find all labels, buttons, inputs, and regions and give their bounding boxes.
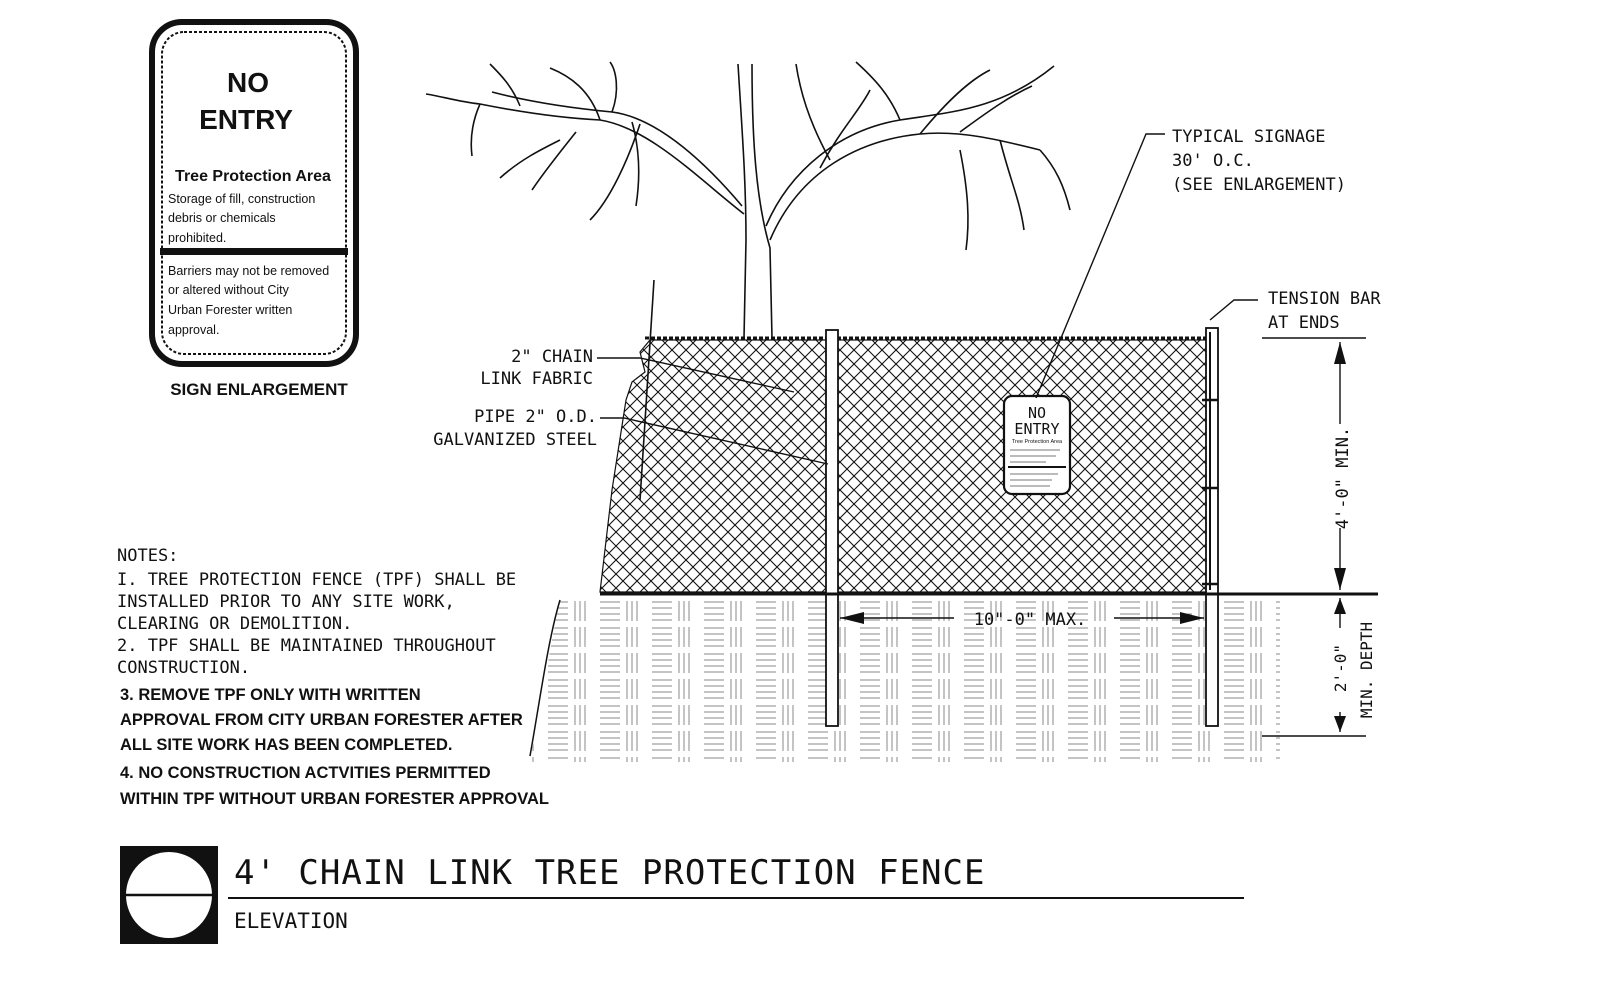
pipe-label: GALVANIZED STEEL xyxy=(433,430,597,450)
fence-posts xyxy=(825,327,1219,727)
end-post xyxy=(1205,327,1219,727)
sign-text-a-line: Storage of fill, construction xyxy=(168,192,315,206)
note-line: CONSTRUCTION. xyxy=(117,658,250,678)
tree-illustration xyxy=(425,61,1071,501)
notes-heading: NOTES: xyxy=(117,546,178,566)
tension-bar-label: AT ENDS xyxy=(1268,313,1340,333)
callouts xyxy=(597,133,1258,465)
sign-subtitle: Tree Protection Area xyxy=(175,168,331,185)
depth-dimension: 2'-0" xyxy=(1331,644,1350,692)
chain-link-label: LINK FABRIC xyxy=(480,369,593,389)
post-spacing-dimension: 10"-0" MAX. xyxy=(974,610,1087,630)
fence-sign-entry: ENTRY xyxy=(1014,420,1059,438)
tension-bar-label: TENSION BAR xyxy=(1268,289,1381,309)
fence-sign-no: NO xyxy=(1028,404,1046,422)
sign-text-a-line: debris or chemicals xyxy=(168,211,276,225)
pipe-label: PIPE 2" O.D. xyxy=(474,407,597,427)
note-line: CLEARING OR DEMOLITION. xyxy=(117,614,352,634)
sign-no-text: NO xyxy=(227,67,269,98)
chain-link-label: 2" CHAIN xyxy=(511,347,593,367)
sign-enlargement-caption: SIGN ENLARGEMENT xyxy=(170,380,348,399)
fence-sign: NO ENTRY Tree Protection Area xyxy=(1002,394,1072,496)
dimensions: 10"-0" MAX. 4'-0" MIN. 2'-0" MIN. DEPTH xyxy=(840,337,1376,737)
sign-divider xyxy=(160,248,348,255)
sign-text-a-line: prohibited. xyxy=(168,231,226,245)
note-line: INSTALLED PRIOR TO ANY SITE WORK, xyxy=(117,592,455,612)
sign-enlargement: NO ENTRY Tree Protection Area Storage of… xyxy=(149,19,359,399)
note-line-bold: WITHIN TPF WITHOUT URBAN FORESTER APPROV… xyxy=(120,790,549,808)
notes: NOTES: I. TREE PROTECTION FENCE (TPF) SH… xyxy=(117,546,549,808)
depth-dimension-note: MIN. DEPTH xyxy=(1357,622,1376,718)
line-post xyxy=(825,329,839,727)
note-line: I. TREE PROTECTION FENCE (TPF) SHALL BE xyxy=(117,570,516,590)
drawing-title: 4' CHAIN LINK TREE PROTECTION FENCE xyxy=(234,853,985,893)
sign-entry-text: ENTRY xyxy=(199,104,293,135)
note-line-bold: ALL SITE WORK HAS BEEN COMPLETED. xyxy=(120,736,452,754)
soil-section xyxy=(529,596,1280,762)
drawing-subtitle: ELEVATION xyxy=(234,909,348,933)
signage-label: TYPICAL SIGNAGE xyxy=(1172,127,1326,147)
height-dimension: 4'-0" MIN. xyxy=(1333,427,1353,529)
sign-text-b-line: Barriers may not be removed xyxy=(168,264,329,278)
chain-link-fabric xyxy=(599,336,1210,593)
title-block: 4' CHAIN LINK TREE PROTECTION FENCE ELEV… xyxy=(120,846,1244,944)
sign-text-b-line: Urban Forester written xyxy=(168,303,292,317)
note-line-bold: 4. NO CONSTRUCTION ACTVITIES PERMITTED xyxy=(120,764,491,782)
sign-text-b-line: or altered without City xyxy=(168,283,290,297)
note-line-bold: APPROVAL FROM CITY URBAN FORESTER AFTER xyxy=(120,711,523,729)
note-line: 2. TPF SHALL BE MAINTAINED THROUGHOUT xyxy=(117,636,496,656)
note-line-bold: 3. REMOVE TPF ONLY WITH WRITTEN xyxy=(120,686,421,704)
sign-text-b-line: approval. xyxy=(168,323,219,337)
signage-label: (SEE ENLARGEMENT) xyxy=(1172,175,1346,195)
signage-label: 30' O.C. xyxy=(1172,151,1254,171)
callout-labels: TYPICAL SIGNAGE 30' O.C. (SEE ENLARGEMEN… xyxy=(433,127,1381,450)
fence-sign-subtitle: Tree Protection Area xyxy=(1012,439,1063,445)
